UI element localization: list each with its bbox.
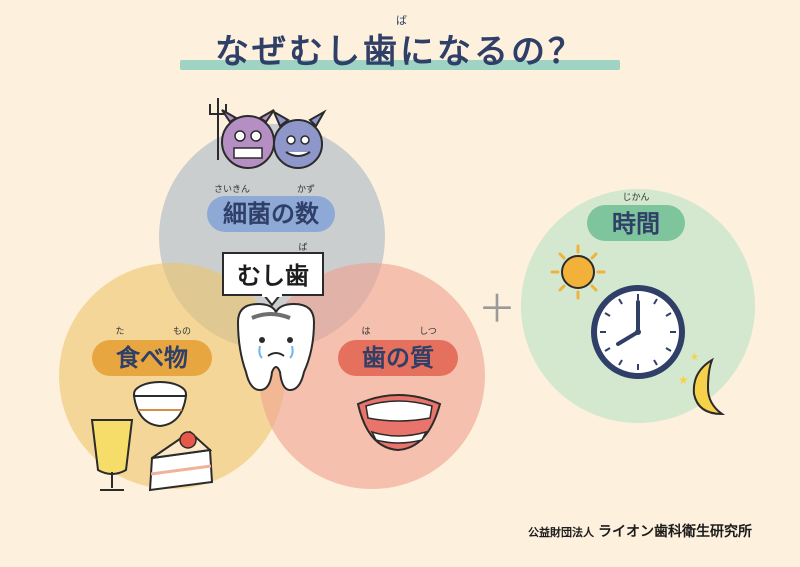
- footer-prefix: 公益財団法人: [528, 526, 594, 539]
- food-ruby-left: た: [115, 326, 124, 337]
- bacteria-ruby-right: かず: [297, 184, 315, 195]
- star-icon: ★ ★: [678, 352, 699, 387]
- food-label: 食べ物: [116, 344, 188, 372]
- tooth-ruby-left: は: [361, 326, 370, 337]
- bacteria-label-pill: [207, 196, 335, 232]
- bacteria-ruby-left: さいきん: [214, 184, 250, 195]
- mouth-teeth-illustration: [356, 394, 442, 452]
- clock-icon: [591, 285, 685, 379]
- title-ruby: ば: [396, 14, 407, 27]
- bacteria-label: 細菌の数: [223, 200, 320, 228]
- center-ruby: ば: [298, 242, 307, 253]
- moon-icon: [692, 357, 726, 416]
- plus-sign: ＋: [478, 287, 516, 331]
- title-block: ば なぜむし歯になるの？: [180, 14, 620, 78]
- page-title: なぜむし歯になるの？: [215, 32, 585, 72]
- center-label: むし歯: [237, 262, 309, 290]
- food-label-pill: [92, 340, 212, 376]
- tooth-ruby-right: しつ: [419, 326, 436, 337]
- time-ruby: じかん: [622, 192, 649, 203]
- germ-monsters-illustration: [209, 98, 327, 169]
- tooth-label-pill: [338, 340, 458, 376]
- tooth-label: 歯の質: [362, 344, 434, 372]
- sun-icon: [550, 244, 606, 300]
- food-ruby-right: もの: [173, 326, 191, 337]
- title-underline: [180, 60, 620, 70]
- juice-glass-illustration: [90, 419, 134, 491]
- cake-illustration: [148, 430, 214, 492]
- crying-tooth-illustration: [236, 302, 316, 392]
- time-label: 時間: [612, 210, 660, 238]
- rice-bowl-illustration: [132, 381, 188, 428]
- svg-text:★: ★: [690, 352, 699, 363]
- svg-text:★: ★: [678, 373, 689, 387]
- footer-name: ライオン歯科衛生研究所: [598, 524, 752, 540]
- footer-credit: 公益財団法人ライオン歯科衛生研究所: [528, 521, 752, 541]
- center-speech-box: [222, 252, 324, 307]
- time-label-pill: [587, 205, 685, 241]
